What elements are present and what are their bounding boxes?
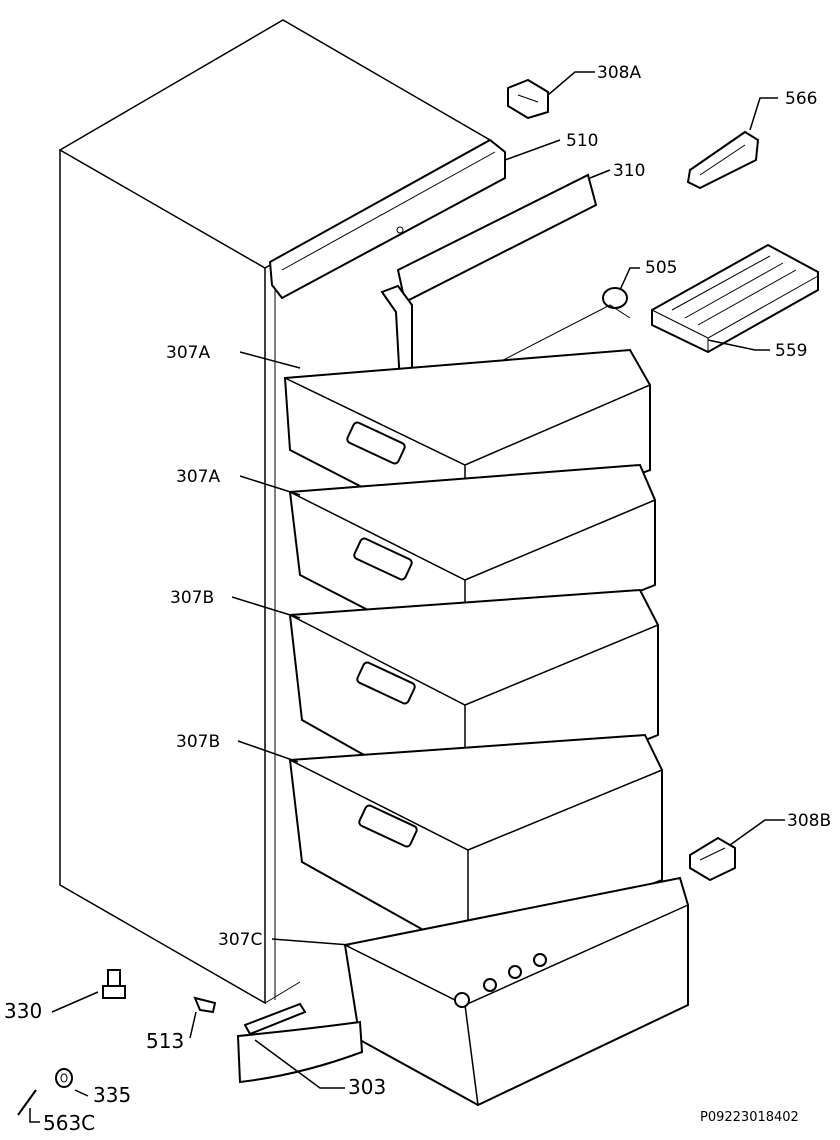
label-513: 513 [146,1029,184,1053]
label-303: 303 [348,1075,386,1099]
label-307a-second: 307A [176,467,220,487]
label-559: 559 [775,341,807,361]
label-510: 510 [566,131,598,151]
label-566: 566 [785,89,817,109]
label-330: 330 [4,999,42,1023]
plinth-303 [236,1002,364,1084]
label-307a-top: 307A [166,343,210,363]
drawing-code: P09223018402 [700,1110,799,1125]
foot-330 [102,969,126,999]
hinge-308b [689,836,736,882]
spacer-335 [55,1068,73,1088]
label-505: 505 [645,258,677,278]
pin-563c [17,1089,37,1116]
label-308a: 308A [597,63,641,83]
flap-310 [380,173,598,386]
hinge-308a [507,78,549,120]
drawer-307c-bottom [343,876,689,1107]
label-335: 335 [93,1083,131,1107]
leader-lines [29,71,785,1123]
label-308b: 308B [787,811,831,831]
label-563c: 563C [43,1111,95,1135]
label-307b-second: 307B [176,732,220,752]
top-cover-510 [268,138,506,300]
part-566 [686,130,760,190]
label-310: 310 [613,161,645,181]
label-307b-first: 307B [170,588,214,608]
label-307c: 307C [218,930,262,950]
clip-513 [193,996,217,1014]
